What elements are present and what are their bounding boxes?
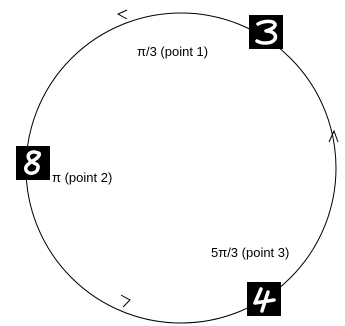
- arrow-top: [116, 9, 128, 20]
- arrow-right: [328, 129, 339, 143]
- arrow-bottom: [120, 294, 131, 308]
- point-2-label: π (point 2): [52, 170, 113, 185]
- point-2-digit-image: [16, 146, 50, 180]
- point-1-digit-image: [249, 15, 283, 49]
- point-3-label: 5π/3 (point 3): [211, 245, 290, 260]
- point-3-digit-image: [247, 282, 281, 316]
- point-1-label: π/3 (point 1): [137, 44, 209, 59]
